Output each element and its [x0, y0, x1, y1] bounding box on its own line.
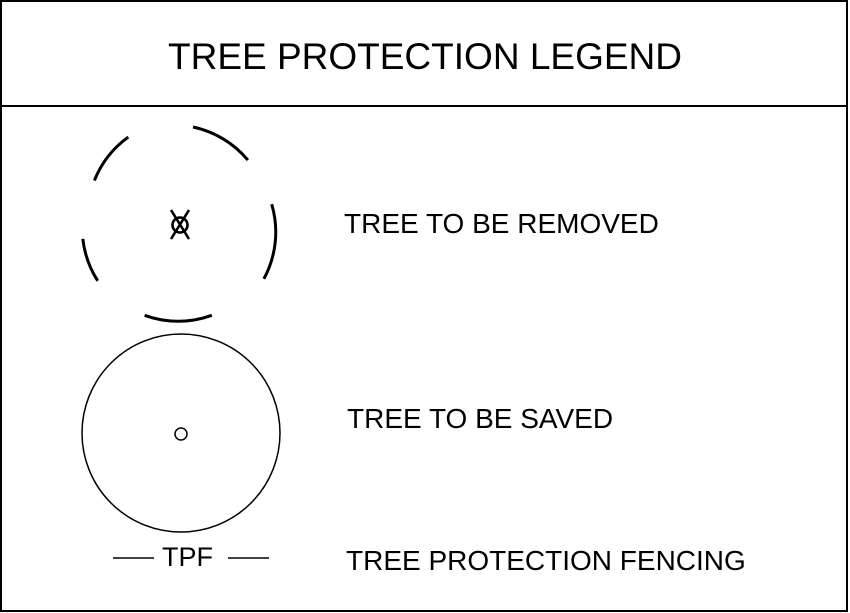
tpf-symbol-text: TPF [162, 542, 213, 572]
legend-title: TREE PROTECTION LEGEND [168, 36, 682, 77]
tree-to-be-removed-label: TREE TO BE REMOVED [344, 208, 659, 239]
dashed-circle-x-icon [81, 125, 278, 323]
x-mark-icon [169, 209, 191, 240]
circle-dot-icon [81, 333, 281, 533]
tree-protection-fencing-label: TREE PROTECTION FENCING [346, 545, 746, 576]
tree-to-be-saved-label: TREE TO BE SAVED [347, 403, 614, 434]
